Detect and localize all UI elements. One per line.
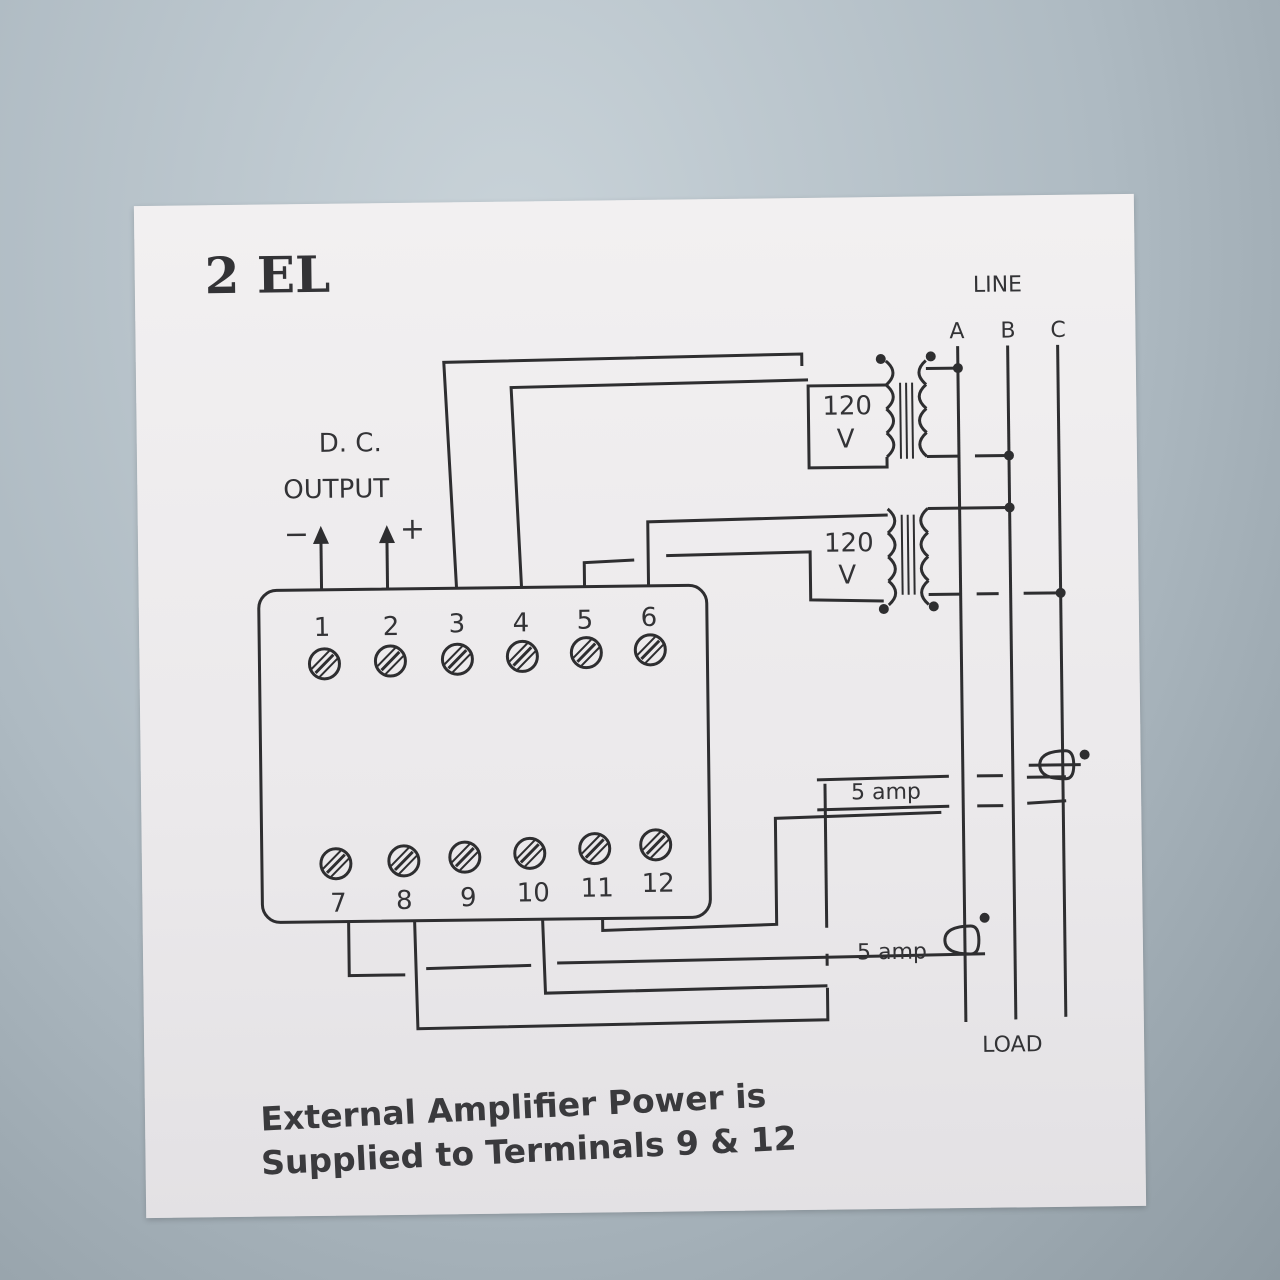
wire-terminal-4: [509, 378, 809, 588]
current-transformer-2: [426, 912, 990, 971]
terminal-number-10: 10: [517, 878, 550, 908]
screw-terminal-7: [319, 847, 353, 881]
terminal-number-11: 11: [580, 873, 613, 903]
dc-output-minus-arrow: [312, 525, 329, 590]
screw-terminal-1: [307, 647, 341, 681]
phase-label-b: B: [1000, 318, 1015, 343]
screw-terminal-9: [448, 840, 482, 874]
line-header: LINE: [973, 272, 1022, 298]
screw-terminal-2: [373, 644, 407, 678]
current-transformer-1: [816, 749, 1090, 812]
screw-terminal-11: [578, 832, 612, 866]
wire-terminal-7: [347, 921, 406, 978]
dc-output-label-line2: OUTPUT: [283, 474, 389, 505]
wiring-diagram-label: 2 EL D. C. OUTPUT − + 1 2 3 4 5 6 7 8 9 …: [133, 193, 1147, 1219]
wire-terminal-5: [582, 558, 635, 587]
dc-output-minus-sign: −: [284, 517, 310, 552]
screw-terminal-8: [387, 844, 421, 878]
transformer-2-voltage: 120: [824, 528, 874, 559]
wire-terminal-6: [646, 513, 888, 586]
transformer-1-voltage-unit: V: [837, 424, 855, 454]
wire-terminal-10: [541, 919, 828, 995]
screw-terminal-3: [440, 642, 474, 676]
terminal-number-2: 2: [383, 612, 400, 642]
potential-transformer-1: [806, 351, 1014, 470]
dc-output-plus-arrow: [378, 525, 395, 590]
wire-transformer-2-return: [666, 550, 884, 603]
wiring-diagram: 2 EL D. C. OUTPUT − + 1 2 3 4 5 6 7 8 9 …: [204, 245, 1090, 1183]
terminal-number-4: 4: [513, 608, 530, 638]
terminal-block: [257, 583, 712, 924]
dc-output-label-line1: D. C.: [319, 428, 382, 459]
screw-terminal-12: [639, 828, 673, 862]
wire-terminal-11: [601, 810, 942, 933]
wire-terminal-8: [413, 920, 830, 1031]
phase-label-c: C: [1050, 318, 1066, 343]
phase-label-a: A: [949, 319, 964, 344]
screw-terminal-4: [505, 639, 539, 673]
screw-terminal-10: [513, 836, 547, 870]
terminal-number-3: 3: [449, 609, 466, 639]
potential-transformer-2: [878, 502, 1066, 615]
wire-ct-1-secondary: [823, 783, 829, 928]
screw-terminal-6: [633, 633, 667, 667]
current-transformer-2-rating: 5 amp: [857, 940, 927, 966]
transformer-1-voltage: 120: [822, 391, 872, 422]
terminal-number-5: 5: [576, 606, 593, 636]
phase-b-line: [1006, 345, 1018, 1020]
terminal-number-1: 1: [314, 613, 331, 643]
terminal-number-12: 12: [641, 869, 674, 899]
terminal-number-8: 8: [396, 886, 413, 916]
terminal-number-6: 6: [640, 603, 657, 633]
load-header: LOAD: [982, 1032, 1043, 1058]
phase-a-line: [956, 346, 968, 1023]
phase-c-line: [1056, 344, 1068, 1017]
current-transformer-1-rating: 5 amp: [851, 780, 921, 806]
terminal-number-9: 9: [460, 883, 477, 913]
transformer-2-voltage-unit: V: [838, 560, 856, 590]
screw-terminal-5: [569, 636, 603, 670]
wire-terminal-3: [442, 352, 804, 589]
terminal-number-7: 7: [330, 889, 347, 919]
diagram-title: 2 EL: [204, 245, 330, 306]
dc-output-plus-sign: +: [400, 512, 426, 547]
